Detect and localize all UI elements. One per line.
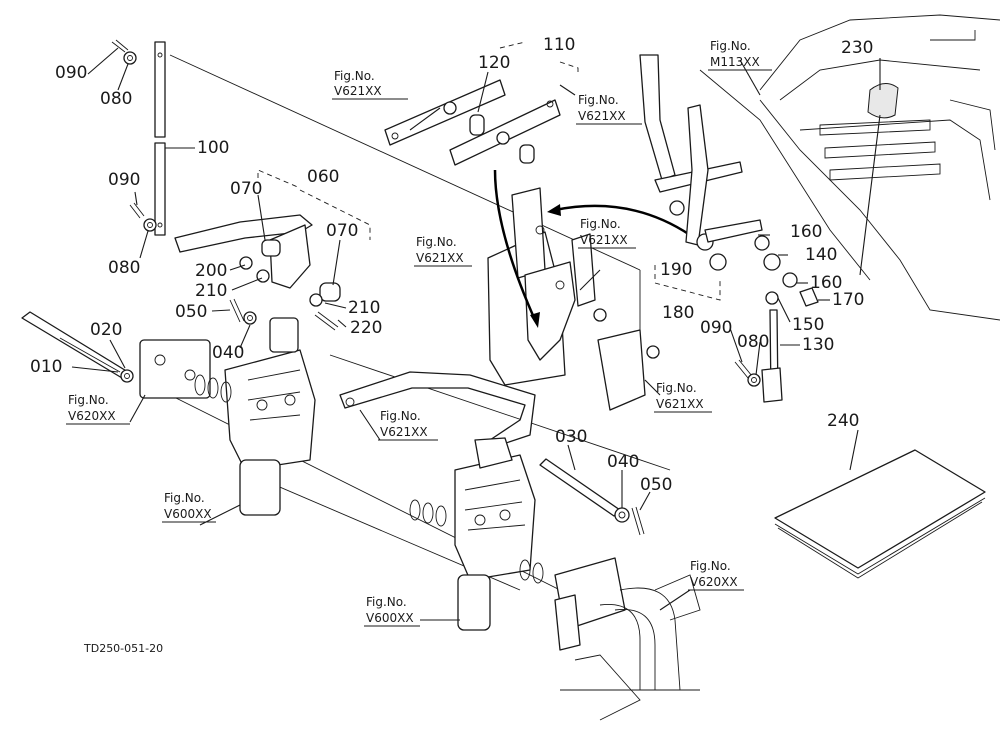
part-label-210: 210 [348, 298, 380, 318]
part-label-140: 140 [805, 245, 837, 265]
fig-ref-m113xx: Fig.No. M113XX [708, 39, 772, 71]
cotter-050-right [631, 506, 645, 536]
fig-ref-v621xx: Fig.No. V621XX [332, 69, 408, 100]
lever-060 [174, 214, 341, 331]
drawing-code: TD250-051-20 [83, 642, 163, 655]
part-label-050: 050 [640, 475, 672, 495]
cotter-090-right [734, 359, 761, 387]
valve-block-left [139, 317, 316, 516]
link-arm-center [339, 371, 536, 469]
part-label-220: 220 [350, 318, 382, 338]
svg-text:V620XX: V620XX [690, 575, 738, 589]
part-label-030: 030 [555, 427, 587, 447]
svg-text:Fig.No.: Fig.No. [416, 235, 457, 249]
part-label-080: 080 [100, 89, 132, 109]
part-label-110: 110 [543, 35, 575, 55]
part-label-230: 230 [841, 38, 873, 58]
hydraulic-lines [554, 557, 701, 721]
part-label-040: 040 [607, 452, 639, 472]
svg-text:Fig.No.: Fig.No. [164, 491, 205, 505]
fig-ref-v600xx: Fig.No. V600XX [364, 595, 420, 627]
svg-text:V621XX: V621XX [416, 251, 464, 265]
part-label-060: 060 [307, 167, 339, 187]
svg-text:V621XX: V621XX [334, 84, 382, 98]
part-label-160: 160 [810, 273, 842, 293]
valve-block-right [409, 454, 544, 631]
cotter-050-left [229, 298, 245, 323]
svg-text:Fig.No.: Fig.No. [656, 381, 697, 395]
part-label-080: 080 [737, 332, 769, 352]
part-label-040: 040 [212, 343, 244, 363]
cotter-pin-090-mid [129, 202, 157, 232]
svg-text:V621XX: V621XX [380, 425, 428, 439]
part-label-190: 190 [660, 260, 692, 280]
ball-joint-140 [754, 235, 819, 307]
part-label-160: 160 [790, 222, 822, 242]
cotter-pin-090-top [111, 39, 137, 65]
part-label-130: 130 [802, 335, 834, 355]
plate-110 [384, 79, 561, 166]
svg-text:V621XX: V621XX [580, 233, 628, 247]
svg-text:Fig.No.: Fig.No. [68, 393, 109, 407]
tractor-body-outline [699, 14, 1000, 321]
group-brackets [257, 41, 721, 301]
part-label-020: 020 [90, 320, 122, 340]
part-label-200: 200 [195, 261, 227, 281]
rod-130 [761, 309, 783, 403]
svg-text:V621XX: V621XX [578, 109, 626, 123]
part-number-labels: 090 080 100 090 080 070 060 070 200 210 … [30, 35, 873, 495]
part-label-080: 080 [108, 258, 140, 278]
washer-040-right [614, 507, 630, 523]
part-label-070: 070 [326, 221, 358, 241]
svg-text:V600XX: V600XX [366, 611, 414, 625]
washer-020 [120, 369, 134, 383]
fig-ref-v621xx: Fig.No. V621XX [578, 217, 636, 249]
part-label-050: 050 [175, 302, 207, 322]
fig-ref-v600xx: Fig.No. V600XX [162, 491, 216, 523]
part-label-180: 180 [662, 303, 694, 323]
assembly-arrows [493, 169, 691, 328]
lever-190 [639, 54, 763, 271]
svg-text:Fig.No.: Fig.No. [334, 69, 375, 83]
fig-ref-v620xx: Fig.No. V620XX [66, 393, 130, 425]
leader-lines [71, 47, 881, 621]
part-label-010: 010 [30, 357, 62, 377]
manual-240 [774, 449, 986, 579]
svg-text:V600XX: V600XX [164, 507, 212, 521]
svg-text:Fig.No.: Fig.No. [580, 217, 621, 231]
part-label-210: 210 [195, 281, 227, 301]
svg-text:Fig.No.: Fig.No. [690, 559, 731, 573]
svg-text:Fig.No.: Fig.No. [380, 409, 421, 423]
fig-ref-v621xx: Fig.No. V621XX [378, 409, 438, 441]
figure-reference-labels: Fig.No. V621XX Fig.No. V621XX Fig.No. M1… [66, 39, 772, 627]
svg-text:Fig.No.: Fig.No. [710, 39, 751, 53]
part-label-100: 100 [197, 138, 229, 158]
svg-text:Fig.No.: Fig.No. [366, 595, 407, 609]
bracket-center [487, 187, 660, 411]
part-label-090: 090 [108, 170, 140, 190]
part-label-070: 070 [230, 179, 262, 199]
svg-text:Fig.No.: Fig.No. [578, 93, 619, 107]
part-label-170: 170 [832, 290, 864, 310]
svg-text:V621XX: V621XX [656, 397, 704, 411]
washer-040-left [243, 311, 257, 325]
part-label-090: 090 [700, 318, 732, 338]
part-label-150: 150 [792, 315, 824, 335]
knob-230 [867, 83, 899, 119]
part-label-090: 090 [55, 63, 87, 83]
part-label-240: 240 [827, 411, 859, 431]
svg-text:M113XX: M113XX [710, 55, 760, 69]
rod-100 [154, 41, 166, 236]
fig-ref-v620xx: Fig.No. V620XX [688, 559, 744, 591]
fig-ref-v621xx: Fig.No. V621XX [414, 235, 472, 267]
fig-ref-v621xx: Fig.No. V621XX [576, 93, 642, 125]
svg-text:V620XX: V620XX [68, 409, 116, 423]
part-label-120: 120 [478, 53, 510, 73]
fig-ref-v621xx: Fig.No. V621XX [654, 381, 712, 413]
